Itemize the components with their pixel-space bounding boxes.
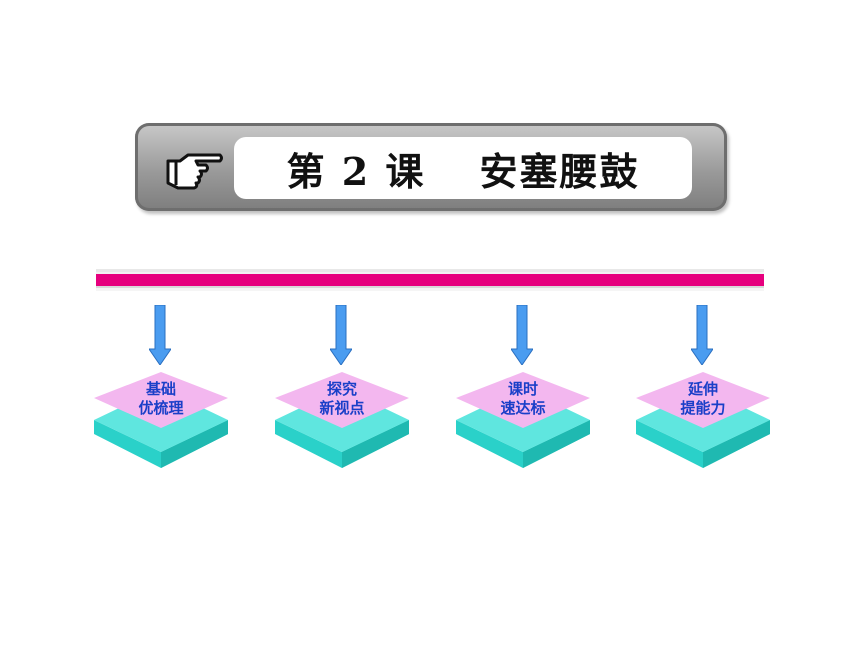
lesson-number: 第 2 课	[286, 148, 426, 194]
menu-tile-basics[interactable]: 基础 优梳理	[94, 372, 228, 472]
menu-tile-explore[interactable]: 探究 新视点	[275, 372, 409, 472]
tile-shape	[94, 372, 228, 468]
lesson-name: 安塞腰鼓	[479, 148, 640, 194]
down-arrow-icon	[330, 305, 352, 365]
lesson-title: 第 2 课 安塞腰鼓	[234, 137, 692, 199]
title-plate	[234, 137, 692, 199]
tile-shape	[636, 372, 770, 468]
down-arrow-icon	[149, 305, 171, 365]
divider-bar	[96, 269, 764, 291]
tile-shape	[275, 372, 409, 468]
down-arrow-icon	[511, 305, 533, 365]
menu-tile-extend[interactable]: 延伸 提能力	[636, 372, 770, 472]
tile-label: 课时 速达标	[500, 380, 546, 417]
tile-label: 延伸 提能力	[680, 380, 726, 417]
tile-shape	[456, 372, 590, 468]
tile-label: 探究 新视点	[319, 380, 365, 417]
down-arrow-icon	[691, 305, 713, 365]
tile-label: 基础 优梳理	[138, 380, 184, 417]
pointing-hand-icon	[166, 153, 223, 190]
menu-tile-practice[interactable]: 课时 速达标	[456, 372, 590, 472]
